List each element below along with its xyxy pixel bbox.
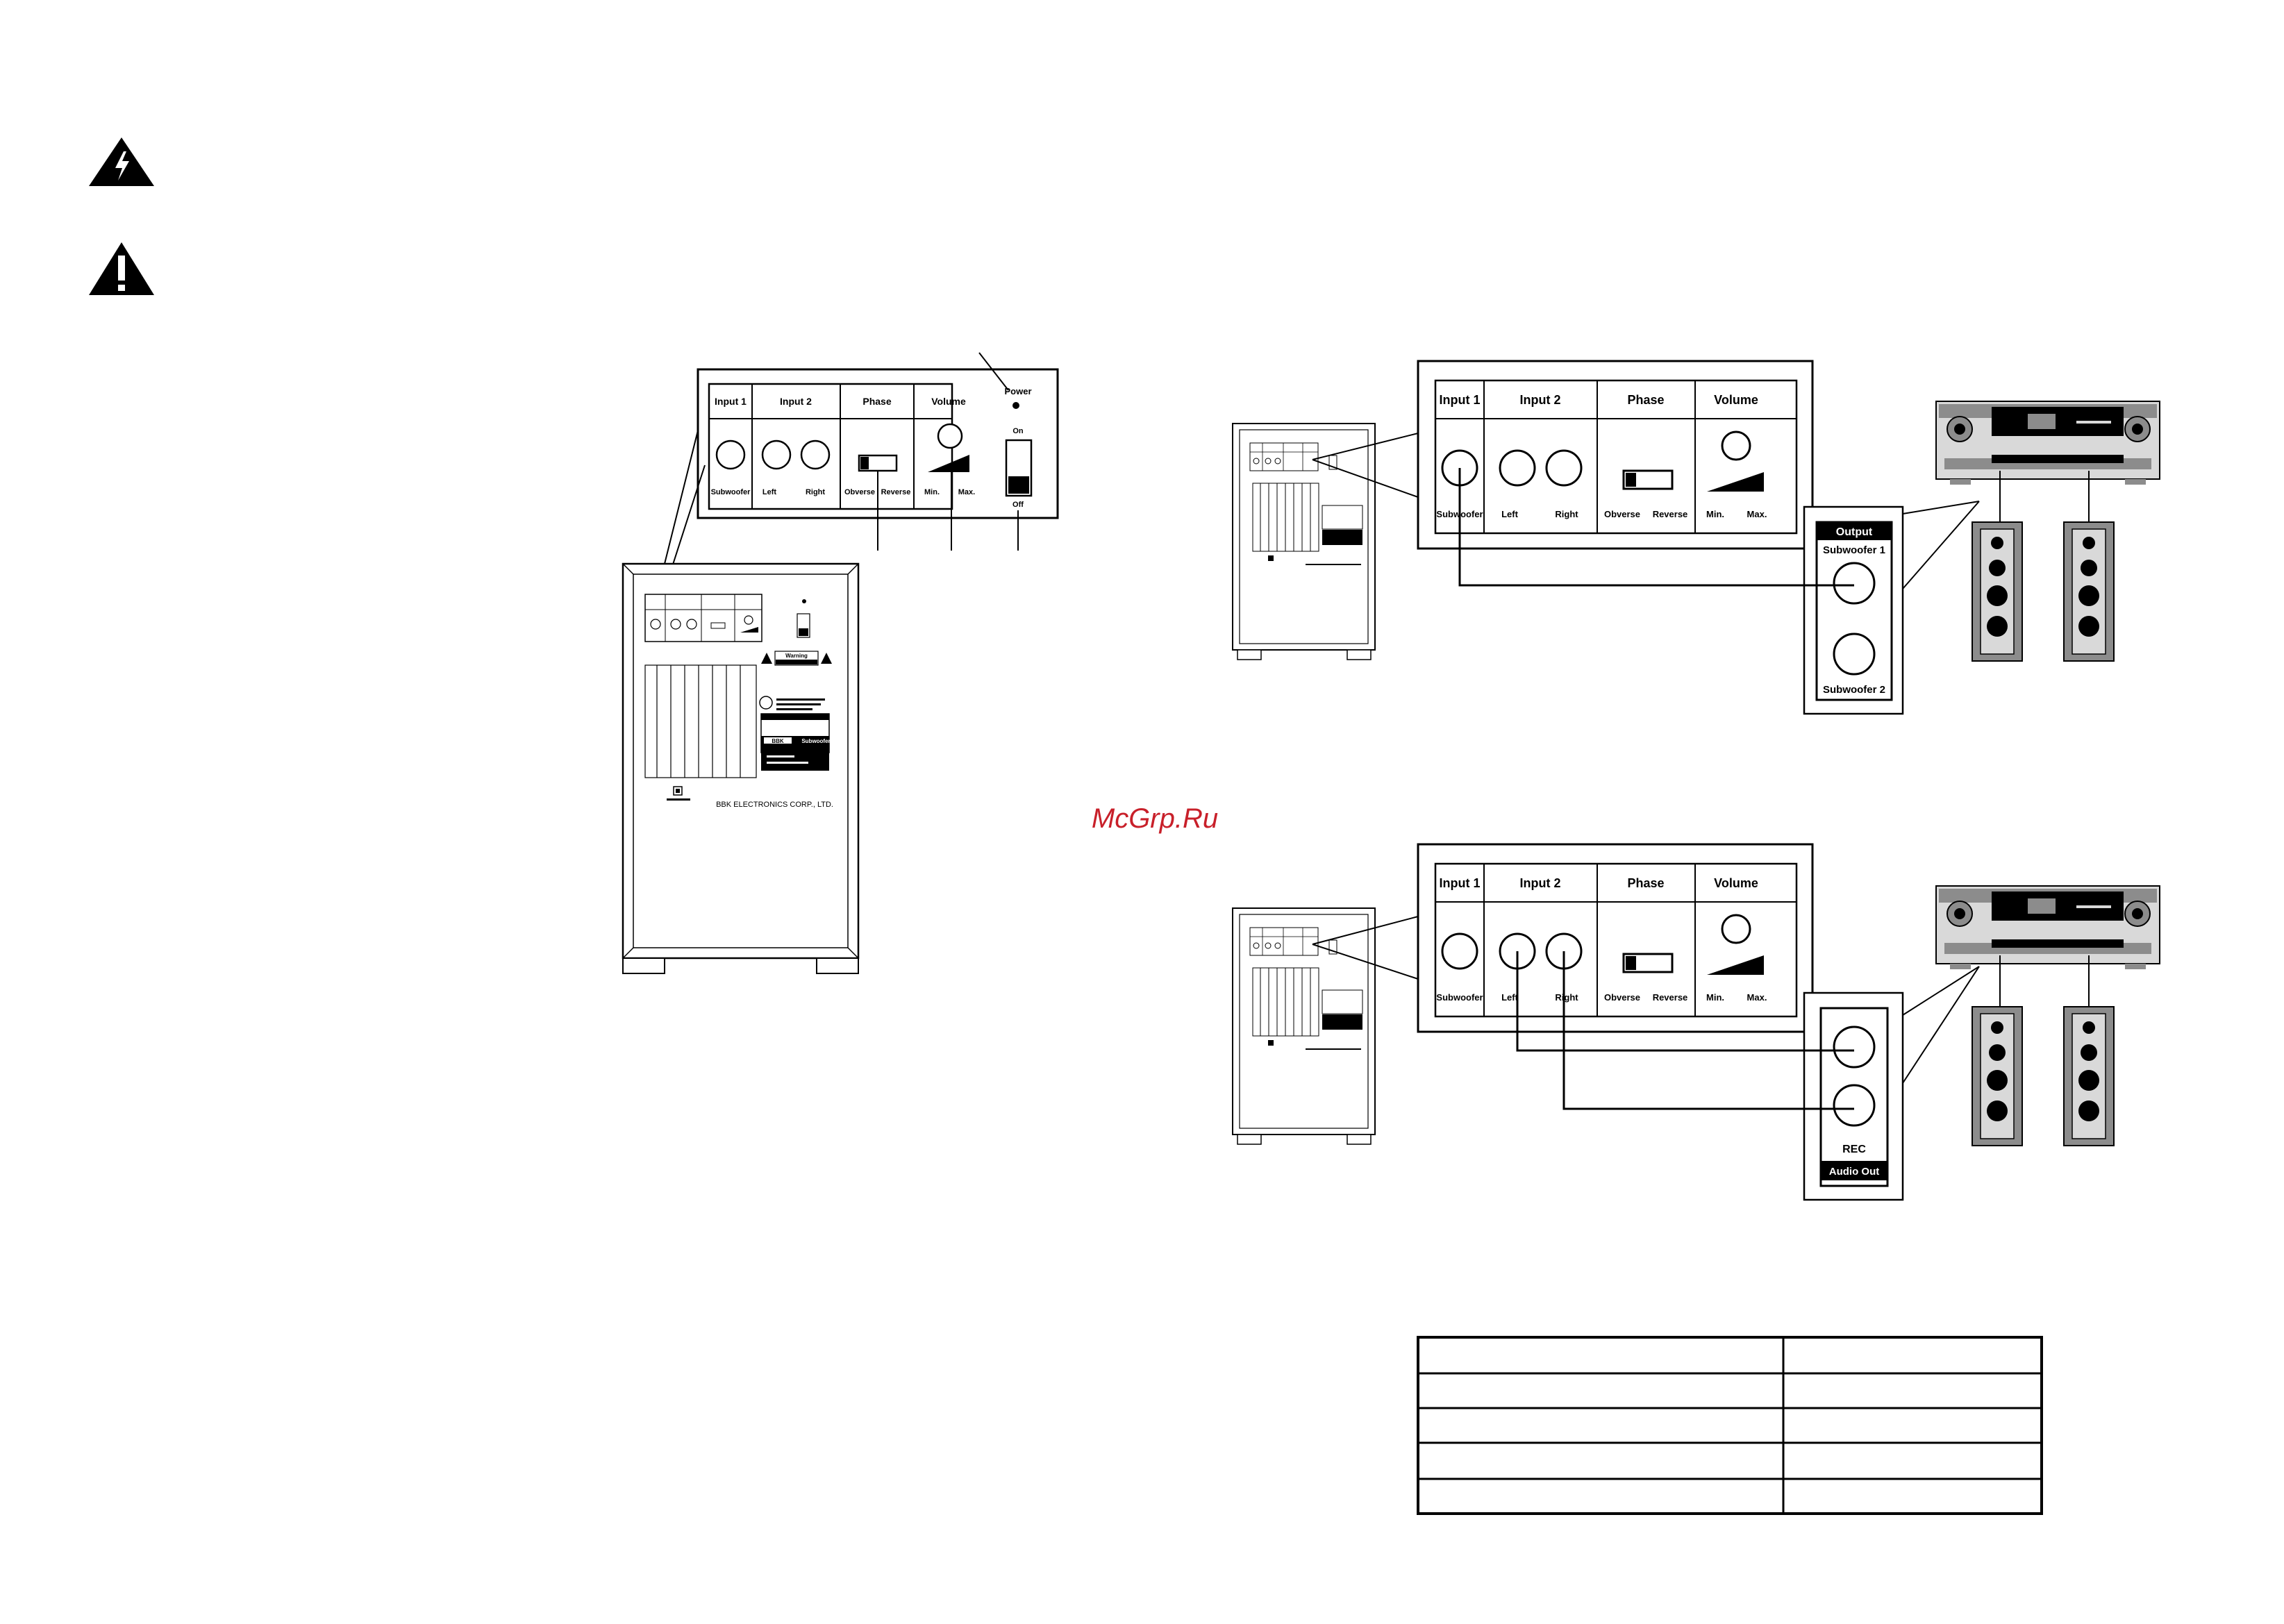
d1-label-min: Min. (1706, 509, 1724, 519)
exclamation-warning-icon (89, 242, 154, 295)
cabinet-warning-title: Warning (785, 653, 808, 659)
d1-label-phase: Phase (1627, 393, 1664, 407)
d1-left-jack[interactable] (1499, 449, 1536, 487)
left-jack[interactable] (761, 440, 792, 470)
cabinet-brand-badge: BBK (772, 738, 784, 744)
d1-label-input2: Input 2 (1520, 393, 1561, 407)
cabinet-brand-text: BBK ELECTRONICS CORP., LTD. (716, 801, 833, 809)
d2-rec-right-jack[interactable] (1833, 1084, 1876, 1127)
volume-knob[interactable] (937, 423, 963, 449)
d2-rec-label: REC (1842, 1144, 1866, 1155)
d1-av-receiver (1935, 401, 2160, 485)
control-panel-zoom: Input 1 Input 2 Phase Volume Subwoofer L… (653, 352, 1059, 606)
label-subwoofer: Subwoofer (711, 488, 751, 496)
label-obverse: Obverse (844, 488, 875, 496)
d2-audio-out-label: Audio Out (1829, 1166, 1879, 1178)
connection-diagram-1: Input 1 Input 2 Phase Volume Subwoofer L… (1232, 360, 2160, 715)
d2-label-obverse: Obverse (1604, 992, 1640, 1003)
d1-subwoofer2-jack[interactable] (1833, 633, 1876, 676)
d2-label-subwoofer: Subwoofer (1436, 992, 1483, 1003)
cabinet-product-name: Subwoofer (801, 738, 830, 744)
subwoofer-jack[interactable] (715, 440, 746, 470)
label-phase: Phase (862, 396, 891, 407)
d2-av-receiver (1935, 885, 2160, 969)
label-off: Off (1012, 501, 1024, 509)
d1-output-title: Output (1836, 526, 1873, 538)
d1-label-right: Right (1555, 509, 1578, 519)
lightning-warning-icon (89, 137, 154, 186)
power-led (1012, 402, 1019, 409)
spec-table (1417, 1336, 2043, 1515)
d1-label-input1: Input 1 (1440, 393, 1481, 407)
d1-subwoofer2-label: Subwoofer 2 (1823, 684, 1885, 696)
d2-label-input2: Input 2 (1520, 876, 1561, 890)
volume-ramp-icon (928, 455, 969, 472)
d1-speaker-left (1972, 521, 2023, 662)
d2-subwoofer-jack[interactable] (1441, 932, 1478, 970)
label-power: Power (1004, 386, 1031, 396)
label-input1: Input 1 (715, 396, 747, 407)
right-jack[interactable] (800, 440, 831, 470)
subwoofer-cabinet-rear: Warning BBK Subwoofer BBK ELECTRONICS CO… (622, 562, 860, 974)
d1-speaker-right (2063, 521, 2115, 662)
connection-diagram-2: Input 1 Input 2 Phase Volume Subwoofer L… (1232, 843, 2160, 1201)
d1-label-volume: Volume (1714, 393, 1758, 407)
d2-label-max: Max. (1747, 992, 1767, 1003)
label-left: Left (762, 488, 777, 496)
label-min: Min. (924, 488, 940, 496)
d1-subwoofer1-label: Subwoofer 1 (1823, 544, 1885, 556)
d1-subwoofer1-jack[interactable] (1833, 562, 1876, 605)
label-volume: Volume (931, 396, 966, 407)
d2-volume-knob[interactable] (1721, 914, 1751, 944)
d2-label-input1: Input 1 (1440, 876, 1481, 890)
d2-label-left: Left (1501, 992, 1519, 1003)
d2-speaker-left (1972, 1006, 2023, 1146)
label-right: Right (806, 488, 825, 496)
d2-label-right: Right (1555, 992, 1578, 1003)
d1-label-reverse: Reverse (1653, 509, 1688, 519)
label-input2: Input 2 (780, 396, 812, 407)
d1-label-left: Left (1501, 509, 1519, 519)
d2-label-volume: Volume (1714, 876, 1758, 890)
label-on: On (1012, 427, 1024, 435)
d1-volume-knob[interactable] (1721, 430, 1751, 461)
d2-rec-left-jack[interactable] (1833, 1026, 1876, 1069)
label-max: Max. (958, 488, 975, 496)
d2-label-phase: Phase (1627, 876, 1664, 890)
d1-label-max: Max. (1747, 509, 1767, 519)
d2-speaker-right (2063, 1006, 2115, 1146)
d2-label-min: Min. (1706, 992, 1724, 1003)
d1-right-jack[interactable] (1545, 449, 1583, 487)
d1-label-obverse: Obverse (1604, 509, 1640, 519)
d2-label-reverse: Reverse (1653, 992, 1688, 1003)
label-reverse: Reverse (881, 488, 911, 496)
watermark: McGrp.Ru (1092, 803, 1218, 834)
